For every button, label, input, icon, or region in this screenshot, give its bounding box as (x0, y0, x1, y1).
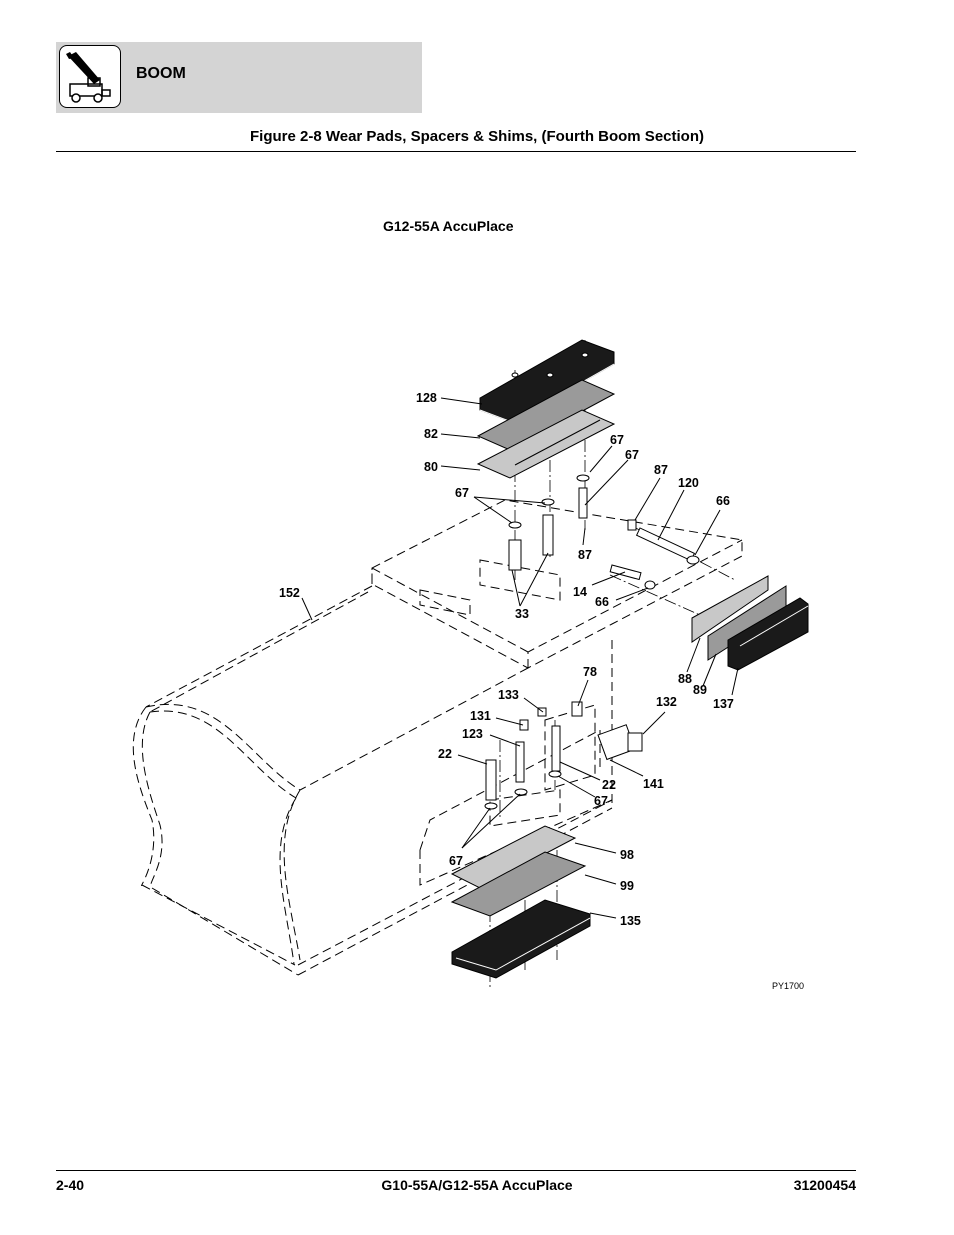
callout-label: 33 (515, 607, 529, 621)
callout-label: 141 (643, 777, 664, 791)
footer-rule (56, 1170, 856, 1171)
callout-label: 67 (594, 794, 608, 808)
callout-label: 14 (573, 585, 587, 599)
section-title: BOOM (136, 65, 186, 82)
callout-label: 137 (713, 697, 734, 711)
callout-label: 99 (620, 879, 634, 893)
callout-label: 123 (462, 727, 483, 741)
callout-label: 89 (693, 683, 707, 697)
page-number: 2-40 (56, 1177, 85, 1193)
callout-labels: 128 82 80 67 67 67 87 120 66 87 152 14 6… (279, 391, 734, 928)
callout-label: 120 (678, 476, 699, 490)
model-heading: G12-55A AccuPlace (383, 218, 514, 234)
footer-model: G10-55A/G12-55A AccuPlace (381, 1177, 573, 1193)
callout-label: 131 (470, 709, 491, 723)
telehandler-icon (59, 45, 121, 108)
callout-label: 132 (656, 695, 677, 709)
callout-label: 88 (678, 672, 692, 686)
callout-label: 152 (279, 586, 300, 600)
callout-label: 135 (620, 914, 641, 928)
callout-label: 128 (416, 391, 437, 405)
callout-label: 87 (654, 463, 668, 477)
callout-label: 67 (610, 433, 624, 447)
figure-title: Figure 2-8 Wear Pads, Spacers & Shims, (… (250, 128, 704, 145)
callout-label: 66 (716, 494, 730, 508)
callout-label: 22 (438, 747, 452, 761)
callout-label: 80 (424, 460, 438, 474)
callout-label: 67 (625, 448, 639, 462)
header-rule (56, 151, 856, 152)
callout-label: 78 (583, 665, 597, 679)
callout-label: 67 (455, 486, 469, 500)
callout-label: 82 (424, 427, 438, 441)
document-number: 31200454 (793, 1177, 856, 1193)
callout-label: 22 (602, 778, 616, 792)
callout-label: 133 (498, 688, 519, 702)
callout-label: 98 (620, 848, 634, 862)
callout-label: 87 (578, 548, 592, 562)
callout-label: 66 (595, 595, 609, 609)
figure-reference-code: PY1700 (772, 981, 804, 991)
callout-label: 67 (449, 854, 463, 868)
